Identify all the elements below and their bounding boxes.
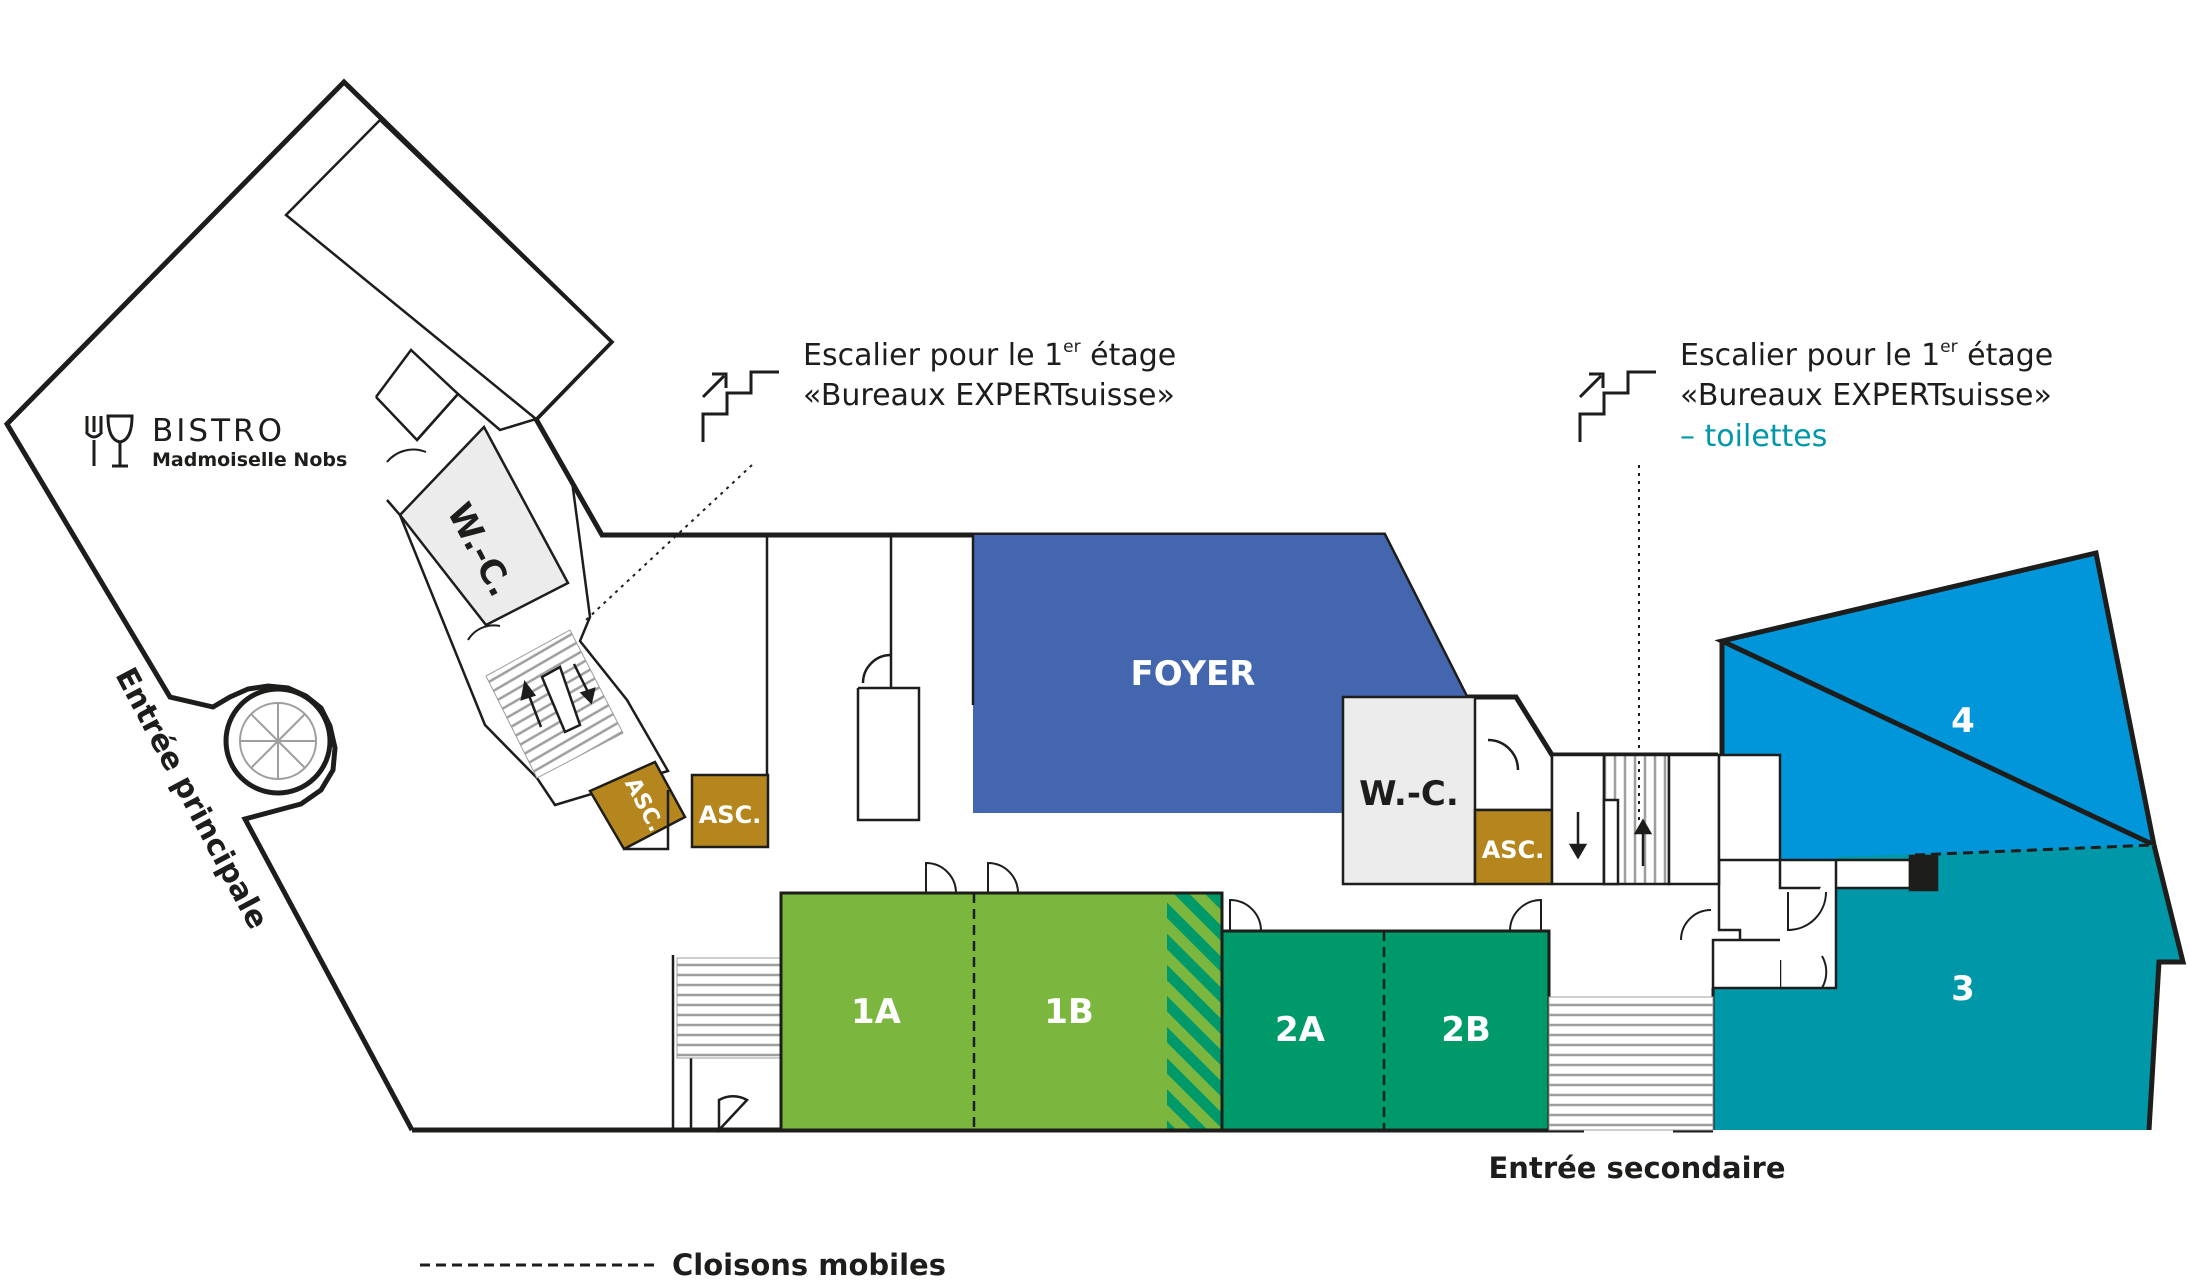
stairs-right-line1: Escalier pour le 1er étage	[1680, 337, 2053, 373]
legend-partitions-label: Cloisons mobiles	[672, 1248, 946, 1282]
cutlery-icon	[84, 414, 134, 468]
stairs-left-end: étage	[1081, 338, 1177, 373]
stairs-left-sup: er	[1063, 337, 1080, 357]
room-label-1b: 1B	[1044, 992, 1094, 1032]
movable-partition-3-4	[1914, 843, 2155, 857]
stairs-right-sup: er	[1940, 337, 1957, 357]
room-1a[interactable]	[781, 893, 974, 1130]
door-icon	[386, 448, 501, 641]
room-1b[interactable]	[974, 893, 1167, 1130]
bistro-title: BISTRO	[152, 413, 285, 449]
wc-right	[1341, 695, 1477, 886]
stairs-left-arrows	[520, 663, 596, 728]
spiral-staircase-icon	[223, 686, 333, 796]
stairs-right-line3: – toilettes	[1680, 419, 1827, 454]
door-icon	[1680, 891, 1828, 989]
room-2b[interactable]	[1384, 931, 1549, 1130]
right-corridor	[1711, 854, 1939, 990]
room-label-2b: 2B	[1441, 1010, 1491, 1050]
left-corridor-walls	[671, 535, 921, 1134]
lift-rotated	[588, 760, 687, 851]
stairs-right-end: étage	[1958, 338, 2054, 373]
stairs-up-icon	[701, 370, 779, 442]
stairs-left-text: Escalier pour le 1	[803, 338, 1063, 373]
movable-partitions	[972, 893, 1386, 1130]
stairs-left-line1: Escalier pour le 1er étage	[803, 337, 1176, 373]
bistro-service-rooms	[374, 348, 670, 807]
room-2a[interactable]	[1222, 931, 1384, 1130]
stairs-right-line2: «Bureaux EXPERTsuisse»	[1680, 378, 2052, 413]
lift-left	[690, 773, 770, 849]
bistro-subtitle: Madmoiselle Nobs	[152, 449, 347, 471]
bistro-kitchen	[284, 118, 613, 421]
door-icon	[925, 861, 1542, 932]
entrance-secondary-label: Entrée secondaire	[1489, 1151, 1786, 1185]
stairs-right-arrows	[1568, 812, 1653, 866]
leader-line-left	[585, 464, 753, 621]
stairs-right-text: Escalier pour le 1	[1680, 338, 1940, 373]
room-label-3: 3	[1951, 969, 1975, 1009]
stairs-secondary-entrance	[1548, 996, 1714, 1131]
stairs-left-line2: «Bureaux EXPERTsuisse»	[803, 378, 1175, 413]
room-4[interactable]	[1714, 549, 2158, 860]
lift-label-left: ASC.	[699, 801, 762, 829]
room-label-foyer: FOYER	[1131, 654, 1256, 694]
room-label-1a: 1A	[851, 992, 902, 1032]
room-label-4: 4	[1951, 701, 1975, 741]
lift-label-right: ASC.	[1482, 836, 1545, 864]
lift-right	[1473, 808, 1554, 886]
wc-label-right: W.-C.	[1359, 774, 1459, 814]
partition-hatched	[1167, 893, 1222, 1130]
wc-left	[398, 424, 570, 627]
stairs-left-lower	[676, 957, 782, 1059]
stairs-up-icon	[1578, 370, 1656, 442]
room-label-2a: 2A	[1275, 1010, 1326, 1050]
